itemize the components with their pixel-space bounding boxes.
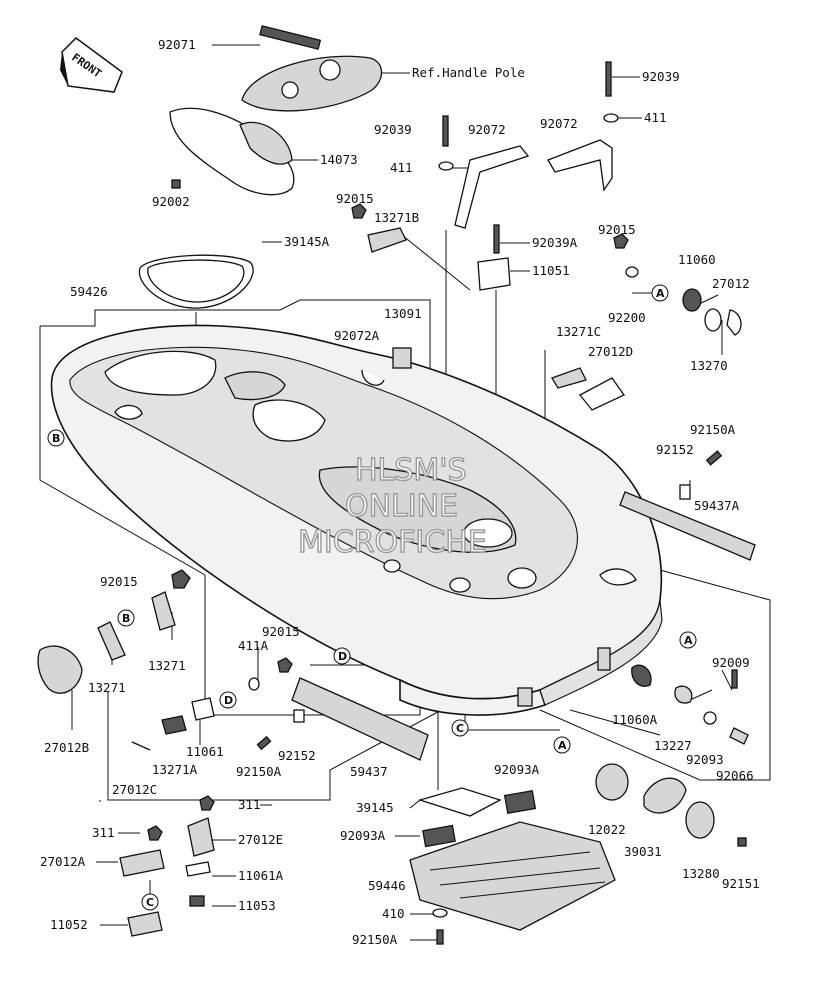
- callout-d-2: D: [219, 691, 237, 709]
- label-14073: 14073: [320, 152, 358, 167]
- svg-text:A: A: [656, 287, 665, 300]
- label-27012D: 27012D: [588, 344, 633, 359]
- svg-text:A: A: [684, 634, 693, 647]
- label-27012: 27012: [712, 276, 750, 291]
- label-92093A-left: 92093A: [340, 828, 386, 843]
- part-labels: 92071 Ref.Handle Pole 14073 92002 39145A…: [40, 37, 760, 947]
- label-92066: 92066: [716, 768, 754, 783]
- label-11051: 11051: [532, 263, 570, 278]
- watermark-line-1: HLSM'S: [355, 453, 467, 488]
- svg-text:B: B: [52, 432, 60, 445]
- label-410: 410: [382, 906, 405, 921]
- callout-markers: A B B D D A C A C: [47, 284, 697, 911]
- label-92150A-right: 92150A: [690, 422, 736, 437]
- watermark: HLSM'S ONLINE MICROFICHE: [297, 452, 487, 560]
- label-13271-a: 13271: [148, 658, 186, 673]
- label-11052: 11052: [50, 917, 88, 932]
- label-13271C: 13271C: [556, 324, 601, 339]
- label-92150A-bottom: 92150A: [352, 932, 398, 947]
- label-92150A-left: 92150A: [236, 764, 282, 779]
- label-411A: 411A: [238, 638, 269, 653]
- label-27012C: 27012C: [112, 782, 157, 797]
- label-59446: 59446: [368, 878, 406, 893]
- label-92009: 92009: [712, 655, 750, 670]
- label-39031: 39031: [624, 844, 662, 859]
- label-59426: 59426: [70, 284, 108, 299]
- callout-a-1: A: [651, 284, 669, 302]
- part-illustrations: [37, 25, 756, 945]
- label-92072-right: 92072: [540, 116, 578, 131]
- label-12022: 12022: [588, 822, 626, 837]
- label-92152-right: 92152: [656, 442, 694, 457]
- label-13270: 13270: [690, 358, 728, 373]
- svg-text:A: A: [558, 739, 567, 752]
- label-ref-handle-pole: Ref.Handle Pole: [412, 65, 525, 80]
- label-27012A: 27012A: [40, 854, 86, 869]
- label-39145A: 39145A: [284, 234, 330, 249]
- watermark-line-2: ONLINE: [345, 489, 458, 524]
- callout-c-1: C: [451, 719, 469, 737]
- label-92015-b: 92015: [598, 222, 636, 237]
- label-92015-d: 92015: [262, 624, 300, 639]
- label-92072A: 92072A: [334, 328, 380, 343]
- svg-text:D: D: [338, 650, 347, 663]
- callout-d-1: D: [333, 647, 351, 665]
- label-311-left: 311: [92, 825, 115, 840]
- label-92152-left: 92152: [278, 748, 316, 763]
- label-411-top: 411: [644, 110, 667, 125]
- label-13271A: 13271A: [152, 762, 198, 777]
- label-27012E: 27012E: [238, 832, 283, 847]
- callout-a-3: A: [553, 736, 571, 754]
- svg-text:C: C: [456, 722, 464, 735]
- label-92015-c: 92015: [100, 574, 138, 589]
- label-13091: 13091: [384, 306, 422, 321]
- label-59437A: 59437A: [694, 498, 740, 513]
- label-92039-top: 92039: [642, 69, 680, 84]
- callout-c-2: C: [141, 893, 159, 911]
- label-92015-a: 92015: [336, 191, 374, 206]
- label-92072-mid: 92072: [468, 122, 506, 137]
- label-11061A: 11061A: [238, 868, 284, 883]
- label-92039-mid: 92039: [374, 122, 412, 137]
- label-92002: 92002: [152, 194, 190, 209]
- label-39145: 39145: [356, 800, 394, 815]
- callout-b-2: B: [117, 609, 135, 627]
- label-11053: 11053: [238, 898, 276, 913]
- front-arrow-icon: FRONT: [60, 37, 123, 93]
- svg-text:C: C: [146, 896, 154, 909]
- label-92151: 92151: [722, 876, 760, 891]
- label-92093: 92093: [686, 752, 724, 767]
- label-13271-b: 13271: [88, 680, 126, 695]
- label-311-right: 311: [238, 797, 261, 812]
- label-13227: 13227: [654, 738, 692, 753]
- hull-illustration: [50, 324, 663, 716]
- label-59437: 59437: [350, 764, 388, 779]
- label-92200: 92200: [608, 310, 646, 325]
- watermark-line-3: MICROFICHE: [298, 525, 487, 560]
- svg-text:B: B: [122, 612, 130, 625]
- label-11060A: 11060A: [612, 712, 658, 727]
- label-92039A: 92039A: [532, 235, 578, 250]
- label-13271B: 13271B: [374, 210, 419, 225]
- label-27012B: 27012B: [44, 740, 89, 755]
- label-11061: 11061: [186, 744, 224, 759]
- svg-text:D: D: [224, 694, 233, 707]
- label-92093A-top: 92093A: [494, 762, 540, 777]
- label-92071: 92071: [158, 37, 196, 52]
- label-13280: 13280: [682, 866, 720, 881]
- callout-a-2: A: [679, 631, 697, 649]
- callout-b-1: B: [47, 429, 65, 447]
- label-11060: 11060: [678, 252, 716, 267]
- label-411-mid: 411: [390, 160, 413, 175]
